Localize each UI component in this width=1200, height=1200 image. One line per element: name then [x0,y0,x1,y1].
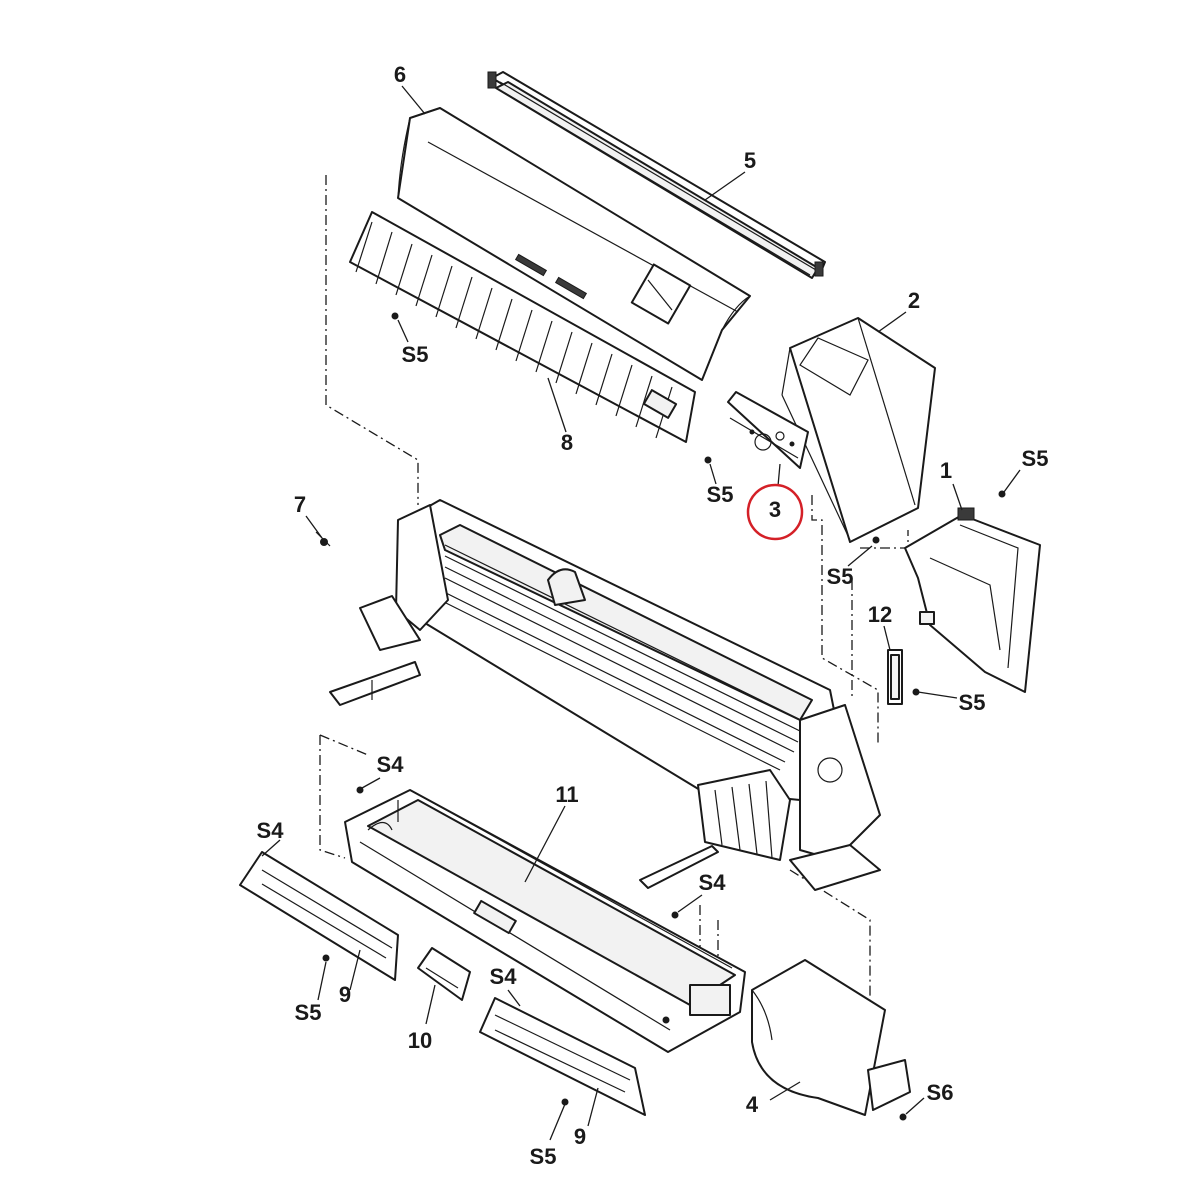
callout-12: 12 [868,602,892,627]
part-3-operation-panel [727,391,809,469]
callout-3: 3 [769,497,781,522]
callout-9-lower: 9 [574,1124,586,1149]
callout-10: 10 [408,1028,432,1053]
callout-9-left: 9 [339,982,351,1007]
highlight-circle [746,483,804,541]
part-1-side-frame [904,507,1041,693]
callout-6: 6 [394,62,406,87]
part-5-top-rail [487,71,826,279]
callout-2: 2 [908,288,920,313]
callout-s5-right: S5 [1022,446,1049,471]
callout-labels: 6 5 2 S5 8 1 S5 S5 3 7 S5 12 S5 S4 11 S4… [257,62,1049,1169]
callout-1: 1 [940,458,952,483]
callout-8: 8 [561,430,573,455]
callout-s4-lower: S4 [490,964,518,989]
part-12-bracket [887,649,903,705]
part-9-lower-cover [479,997,646,1116]
callout-5: 5 [744,148,756,173]
callout-s5-bottom: S5 [530,1144,557,1169]
callout-7: 7 [294,492,306,517]
screws [322,312,1006,1121]
part-7-screw [315,531,331,547]
callout-s6: S6 [927,1080,954,1105]
callout-s4-right: S4 [699,870,727,895]
part-8-paper-guide [349,211,696,443]
callout-s5-left: S5 [295,1000,322,1025]
callout-s5-top: S5 [402,342,429,367]
part-6-top-cover [397,107,751,381]
part-4-side-cover [751,959,911,1116]
part-9-left-cover [239,851,399,981]
callout-s5-mid: S5 [827,564,854,589]
callout-s4-left: S4 [257,818,285,843]
callout-s5-panel: S5 [707,482,734,507]
callout-s5-bracket: S5 [959,690,986,715]
leader-lines [261,85,1021,1141]
main-chassis [329,499,881,891]
part-2-side-cover [781,317,936,543]
part-10-bracket [417,947,471,1001]
callout-s4-upper: S4 [377,752,405,777]
callout-4: 4 [746,1092,759,1117]
callout-11: 11 [555,782,578,807]
part-11-lower-frame [344,789,746,1053]
